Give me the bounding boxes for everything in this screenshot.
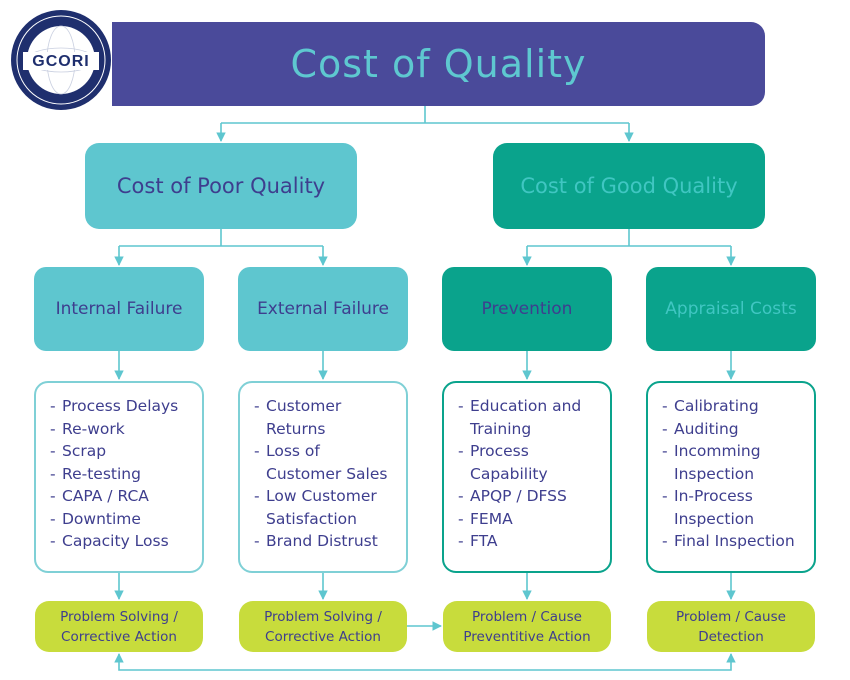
title-box: Cost of Quality [112,22,765,106]
list-item: Education and Training [458,395,604,440]
external-action-box: Problem Solving / Corrective Action [239,601,407,652]
internal-failure-list: Process Delays Re-work Scrap Re-testing … [34,381,204,573]
category-title: External Failure [257,299,389,319]
prevention-list: Education and Training Process Capabilit… [442,381,612,573]
list-item: Incomming Inspection [662,440,808,485]
appraisal-action-box: Problem / Cause Detection [647,601,815,652]
cost-of-good-quality-box: Cost of Good Quality [493,143,765,229]
list-item: Capacity Loss [50,530,178,553]
list-item: Customer Returns [254,395,400,440]
category-title: Internal Failure [55,299,183,319]
list-item: Low Customer Satisfaction [254,485,400,530]
branch-poor-label: Cost of Poor Quality [116,174,326,198]
category-title: Prevention [481,299,573,319]
appraisal-costs-box: Appraisal Costs [646,267,816,351]
title-text: Cost of Quality [290,42,587,86]
category-title: Appraisal Costs [665,299,797,319]
list-item: Re-testing [50,463,178,486]
external-failure-list: Customer Returns Loss of Customer Sales … [238,381,408,573]
external-failure-box: External Failure [238,267,408,351]
list-item: Scrap [50,440,178,463]
list-item: CAPA / RCA [50,485,178,508]
action-label: Problem Solving / Corrective Action [264,608,382,645]
prevention-box: Prevention [442,267,612,351]
list-item: Loss of Customer Sales [254,440,400,485]
action-label: Problem Solving / Corrective Action [60,608,178,645]
gcori-logo: GCORI [11,10,111,110]
list-item: FTA [458,530,604,553]
logo-text: GCORI [32,53,89,70]
list-item: APQP / DFSS [458,485,604,508]
list-item: FEMA [458,508,604,531]
list-item: In-Process Inspection [662,485,808,530]
list-item: Brand Distrust [254,530,400,553]
appraisal-costs-list: Calibrating Auditing Incomming Inspectio… [646,381,816,573]
internal-failure-box: Internal Failure [34,267,204,351]
list-item: Process Delays [50,395,178,418]
list-item: Process Capability [458,440,604,485]
branch-good-label: Cost of Good Quality [520,174,738,198]
list-item: Final Inspection [662,530,808,553]
list-item: Auditing [662,418,808,441]
action-label: Problem / Cause Detection [676,608,786,645]
prevention-action-box: Problem / Cause Preventitive Action [443,601,611,652]
list-item: Re-work [50,418,178,441]
cost-of-poor-quality-box: Cost of Poor Quality [85,143,357,229]
internal-action-box: Problem Solving / Corrective Action [35,601,203,652]
list-item: Calibrating [662,395,808,418]
list-item: Downtime [50,508,178,531]
action-label: Problem / Cause Preventitive Action [463,608,591,645]
